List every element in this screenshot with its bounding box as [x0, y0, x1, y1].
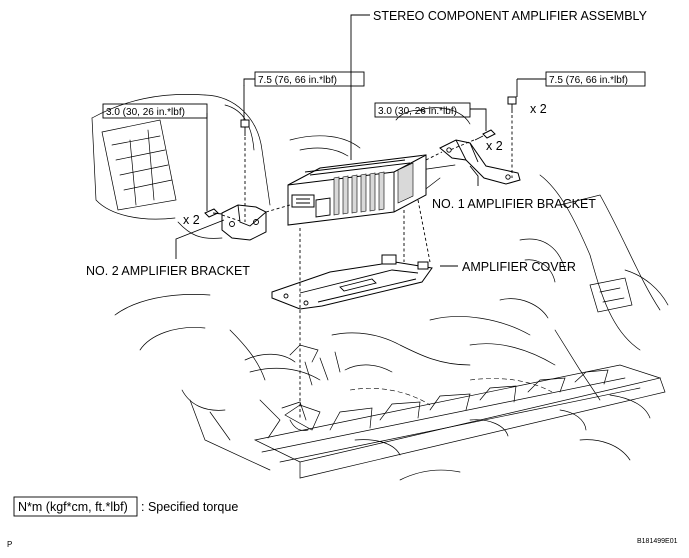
vehicle-floor-sketch	[114, 294, 666, 481]
torque-box-left: 3.0 (30, 26 in.*lbf)	[102, 103, 208, 119]
svg-text:7.5 (76, 66 in.*lbf): 7.5 (76, 66 in.*lbf)	[258, 75, 337, 86]
bolt-left	[204, 208, 223, 218]
svg-text:7.5 (76, 66 in.*lbf): 7.5 (76, 66 in.*lbf)	[549, 75, 628, 86]
quantity-right-top: x 2	[530, 102, 547, 116]
torque-box-right-top: 7.5 (76, 66 in.*lbf)	[545, 71, 646, 87]
label-no1-bracket: NO. 1 AMPLIFIER BRACKET	[432, 197, 596, 211]
label-amplifier-cover: AMPLIFIER COVER	[462, 260, 576, 274]
vehicle-dashboard-sketch	[91, 94, 669, 351]
figure-code: B181499E01	[637, 538, 678, 545]
svg-text:3.0 (30, 26 in.*lbf): 3.0 (30, 26 in.*lbf)	[378, 106, 457, 117]
label-no2-bracket: NO. 2 AMPLIFIER BRACKET	[86, 264, 250, 278]
bolt-top	[240, 119, 250, 136]
no2-amplifier-bracket	[221, 204, 267, 241]
quantity-left: x 2	[183, 213, 200, 227]
stereo-component-amplifier	[287, 154, 427, 226]
alignment-dashed-lines	[221, 115, 513, 418]
torque-box-top: 7.5 (76, 66 in.*lbf)	[254, 71, 365, 87]
bolt-right-top	[507, 96, 517, 113]
leader-lines	[175, 14, 518, 267]
quantity-right-mid: x 2	[486, 139, 503, 153]
bolt-right-mid	[474, 129, 496, 141]
legend-unit-box: N*m (kgf*cm, ft.*lbf)	[18, 500, 128, 514]
amplifier-cover	[271, 254, 433, 310]
svg-text:3.0 (30, 26 in.*lbf): 3.0 (30, 26 in.*lbf)	[106, 107, 185, 118]
corner-mark: P	[7, 540, 12, 549]
label-amplifier-assembly: STEREO COMPONENT AMPLIFIER ASSEMBLY	[373, 9, 648, 23]
torque-legend: N*m (kgf*cm, ft.*lbf) : Specified torque	[13, 496, 238, 517]
torque-box-right-mid: 3.0 (30, 26 in.*lbf)	[374, 102, 471, 118]
no1-amplifier-bracket	[439, 139, 521, 185]
legend-description: : Specified torque	[141, 500, 238, 514]
